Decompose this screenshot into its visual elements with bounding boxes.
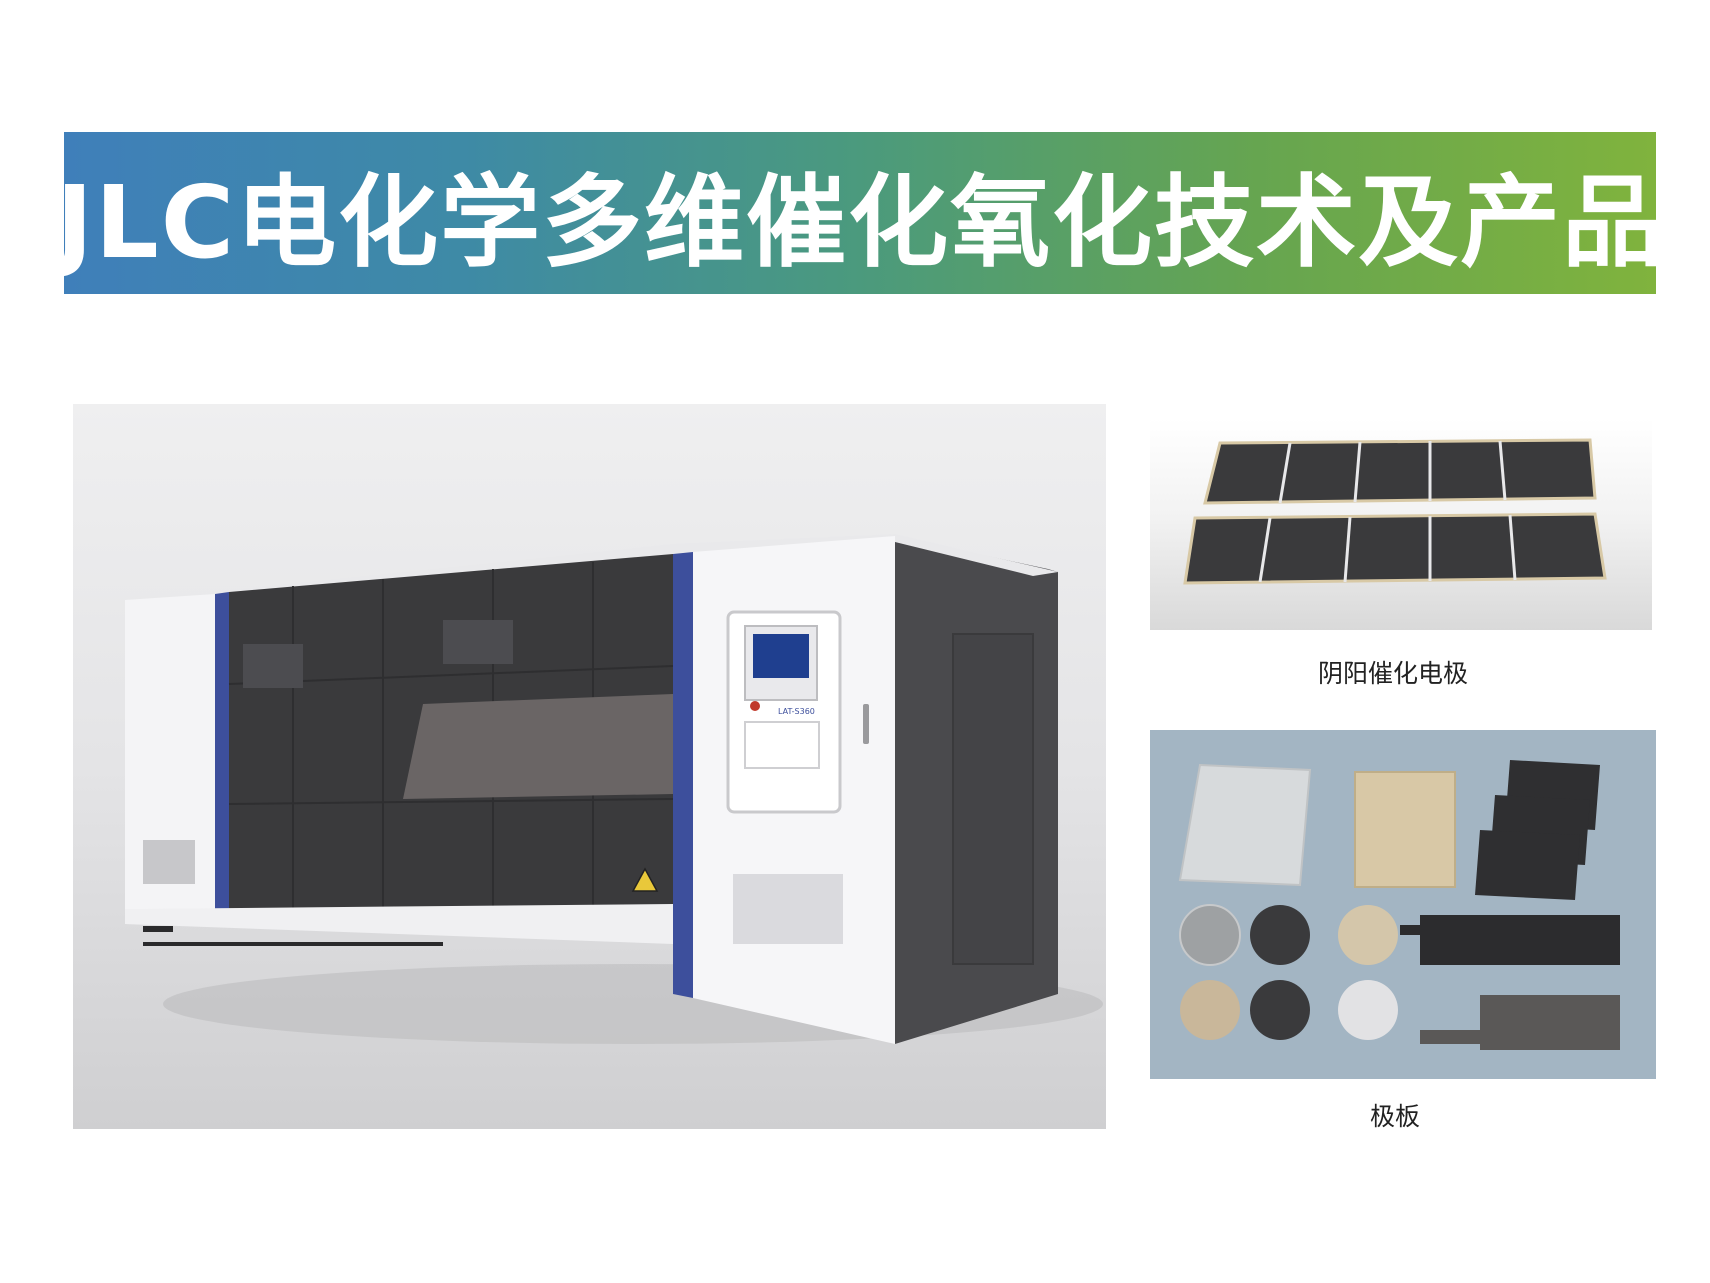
plate-photo <box>1150 730 1656 1079</box>
machine-illustration: LAT-S360 <box>125 534 1103 1044</box>
electrode-photo <box>1150 418 1652 630</box>
machine-photo: LAT-S360 <box>73 404 1106 1129</box>
electrode-caption: 阴阳催化电极 <box>1318 659 1469 688</box>
plate-caption: 极板 <box>1370 1102 1421 1131</box>
plate-illustration <box>1178 760 1620 1050</box>
electrode-illustration <box>1183 438 1607 585</box>
page-title: JLC电化学多维催化氧化技术及产品 <box>55 163 1665 281</box>
title-banner: JLC电化学多维催化氧化技术及产品 <box>56 132 1662 294</box>
model-label: LAT-S360 <box>778 707 815 716</box>
